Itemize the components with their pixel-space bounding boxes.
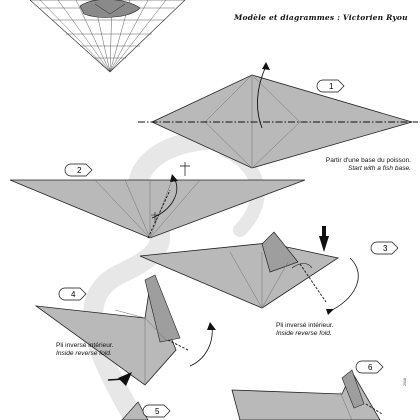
- step-2-triangle: [9, 162, 306, 239]
- step-number-4: 4: [71, 290, 76, 299]
- step-badge-2: 2: [64, 163, 93, 177]
- step-badge-1: 1: [316, 79, 345, 93]
- step-number-3: 3: [383, 244, 388, 253]
- step-number-2: 2: [77, 166, 82, 175]
- step-badge-3: 3: [370, 241, 399, 255]
- step-badge-6: 6: [355, 360, 384, 374]
- step-1-note: Partir d'une base du poisson. Start with…: [307, 157, 411, 173]
- copyright-year: 2018: [403, 378, 407, 386]
- step-4-note: Pli inversé intérieur. Inside reverse fo…: [56, 342, 146, 358]
- step-6-shape: [231, 369, 383, 420]
- step-number-1: 1: [329, 82, 334, 91]
- step-4-shape: [34, 274, 216, 386]
- step-3-note-en: Inside reverse fold.: [276, 329, 332, 337]
- step-badge-5: 5: [142, 404, 171, 418]
- step-3-shape: [139, 226, 359, 315]
- step-3-note-fr: Pli inversé intérieur.: [276, 322, 334, 329]
- step-1-note-en: Start with a fish base.: [347, 164, 411, 172]
- step-3-note: Pli inversé intérieur. Inside reverse fo…: [276, 322, 386, 338]
- finished-model-preview: [29, 0, 186, 73]
- step-4-note-fr: Pli inversé intérieur.: [56, 342, 114, 349]
- step-1-note-fr: Partir d'une base du poisson.: [325, 157, 411, 164]
- step-4-note-en: Inside reverse fold.: [56, 349, 112, 357]
- step-1-fish-base: [138, 62, 418, 169]
- step-number-5: 5: [155, 407, 160, 416]
- step-number-6: 6: [368, 363, 373, 372]
- step-badge-4: 4: [58, 287, 87, 301]
- credit-line: Modèle et diagrammes : Victorien Ryou: [234, 13, 408, 22]
